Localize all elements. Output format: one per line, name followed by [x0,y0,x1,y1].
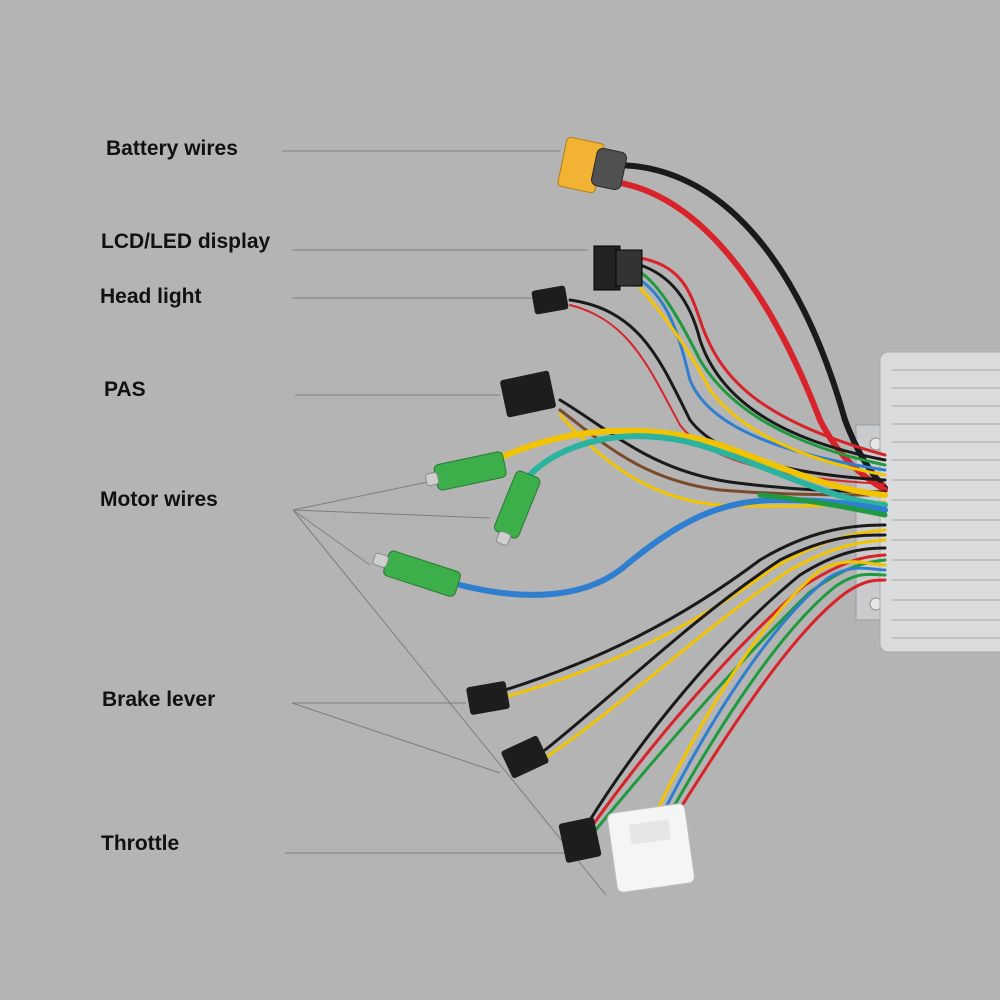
wire-display-green [638,270,887,467]
battery-connector [557,136,628,194]
wire-brake1-black [503,523,887,692]
label-throttle: Throttle [101,832,180,855]
wire-harness-blue [660,566,887,817]
wire-harness-yellow [653,560,887,817]
wire-motor-green [757,492,888,518]
wire-headlight-black [568,298,887,482]
connectors [372,136,695,893]
wire-display-yellow [638,286,887,477]
wire-battery-black [612,162,888,491]
wires [457,162,888,834]
wire-brake1-yellow [503,528,887,699]
wire-harness-green [667,572,887,817]
label-battery-wires: Battery wires [106,137,238,160]
wire-brake2-yellow [543,538,887,760]
wire-motor-yellow [497,427,888,498]
leader-motor-3 [292,509,371,566]
white-connector [607,803,695,893]
headlight-connector [531,285,569,315]
wire-brake2-black [543,533,887,752]
label-lcd-led-display: LCD/LED display [101,230,271,253]
leader-lines [282,150,607,896]
leader-motor-2 [292,509,491,519]
brake-connector-2 [501,735,549,779]
wire-motor-teal [522,433,888,508]
label-brake-lever: Brake lever [102,688,216,711]
wire-throttle-red [590,553,887,828]
wire-motor-blue [457,496,888,598]
leader-brake-2 [291,702,501,774]
wire-throttle-black [588,546,887,822]
pas-connector [500,370,556,418]
wire-display-red [638,256,887,457]
label-pas: PAS [104,378,146,401]
brake-connector-1 [466,681,510,715]
wire-pas-black [558,398,887,494]
display-connector [593,245,643,291]
throttle-connector [558,817,602,863]
wire-harness-red [674,578,887,817]
label-motor-wires: Motor wires [100,488,218,511]
motor-connector-2 [493,470,541,546]
wire-display-black [638,263,887,462]
leader-motor-1 [292,481,429,511]
motor-connector-1 [425,451,507,491]
wire-throttle-green [592,558,887,834]
label-head-light: Head light [100,285,202,308]
motor-connector-3 [372,550,461,597]
